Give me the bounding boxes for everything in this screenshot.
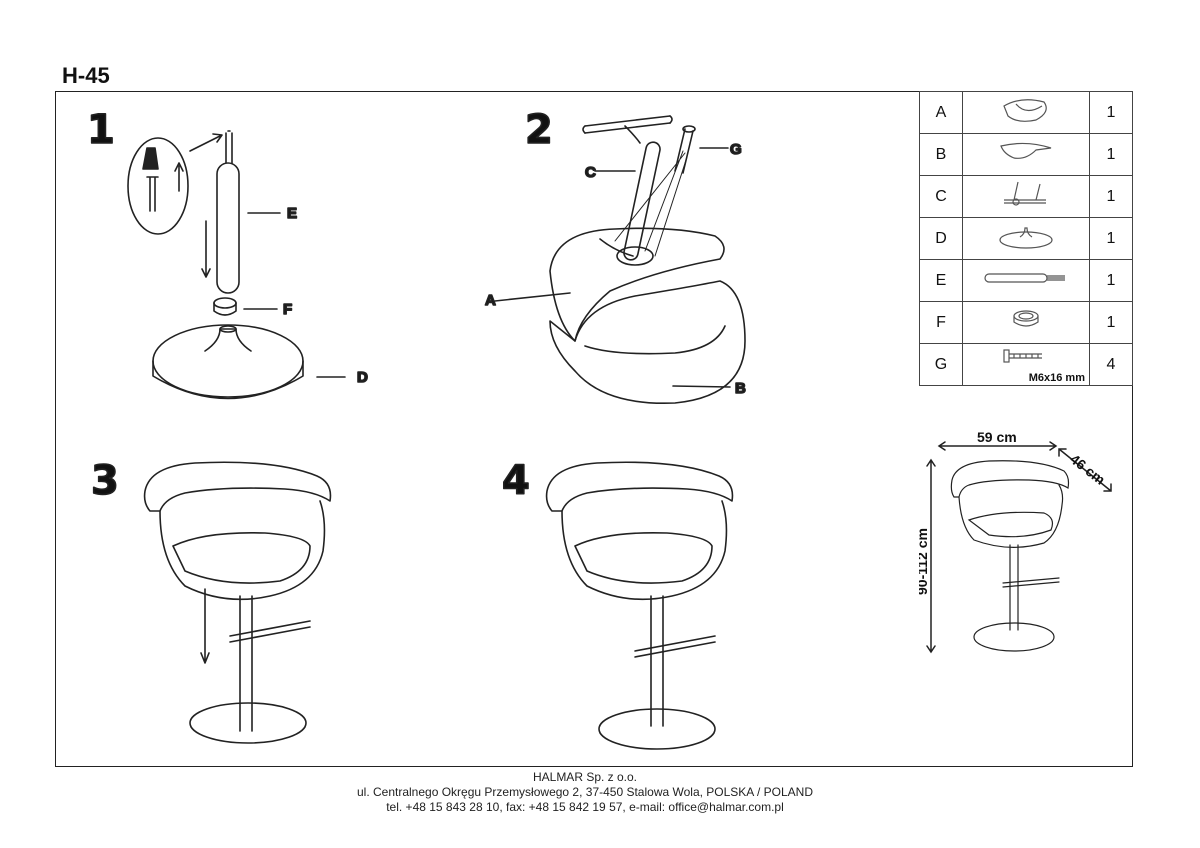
parts-table: A 1 B 1 C 1 D 1 [919,91,1133,386]
part-letter: F [919,301,963,344]
footer-address: ul. Centralnego Okręgu Przemysłowego 2, … [356,785,813,799]
label-c: C [585,164,596,181]
model-title: H-45 [62,63,110,88]
part-image [962,217,1090,260]
part-letter: C [919,175,963,218]
height-dimension: 90-112 cm [919,528,930,595]
chair-base-icon [598,708,716,750]
part-letter: E [919,259,963,302]
part-qty: 1 [1089,217,1133,260]
pointer-arrow-icon [189,133,223,152]
part-image [962,259,1090,302]
parts-row: F 1 [919,301,1133,344]
seat-cover-icon [1000,142,1052,159]
part-letter: B [919,133,963,176]
bolt-icon [1003,349,1042,363]
label-d: D [357,369,368,386]
footrest-part-c [623,141,661,261]
parts-row: C 1 [919,175,1133,218]
footer-contact: tel. +48 15 843 28 10, fax: +48 15 842 1… [386,800,784,814]
part-letter: D [919,217,963,260]
parts-row: E 1 [919,259,1133,302]
footer: HALMAR Sp. z o.o. ul. Centralnego Okręgu… [0,770,1160,815]
step-2-illustration [494,115,746,405]
gas-lift-part-e [216,162,240,294]
part-image [962,91,1090,134]
label-a: A [485,292,496,309]
base-disc-icon [999,227,1053,249]
part-letter: A [919,91,963,134]
step-1-illustration [127,130,346,400]
chair-base-icon [189,702,307,744]
step-3-number: 3 [91,458,119,504]
part-qty: 1 [1089,133,1133,176]
rod-detail-icon [146,176,159,212]
chair-backrest-icon [545,461,734,512]
footrest-icon [229,620,311,643]
chair-dimension-icon [950,460,1070,652]
width-arrow-icon [937,441,1058,451]
cap-detail-icon [142,147,159,170]
part-qty: 1 [1089,301,1133,344]
step-3-illustration [143,461,332,744]
label-f: F [283,301,292,318]
part-qty: 1 [1089,175,1133,218]
gas-lift-icon [984,273,1065,283]
instruction-frame [55,91,1133,767]
chair-seat-icon [574,531,713,584]
step-1-number: 1 [87,107,115,153]
down-arrow-icon [200,588,210,664]
depth-dimension: 46 cm [1067,451,1108,488]
bolt-size-label: M6x16 mm [1028,372,1085,384]
step-2-number: 2 [525,107,553,153]
down-arrow-icon [201,220,211,278]
step-4-number: 4 [502,458,530,504]
depth-arrow-icon [1058,448,1112,492]
cap-ring-icon [1013,310,1039,327]
part-qty: 1 [1089,259,1133,302]
footrest-mechanism-icon [1004,181,1046,206]
chair-seat-icon [172,531,311,584]
part-image [962,301,1090,344]
base-part-d [152,324,304,398]
parts-row: G M6x16 mm 4 [919,343,1133,386]
seat-cover-part-b [549,280,746,405]
part-qty: 1 [1089,91,1133,134]
parts-row: D 1 [919,217,1133,260]
up-arrow-icon [174,162,184,192]
chair-backrest-icon [143,461,332,512]
footer-company: HALMAR Sp. z o.o. [532,770,638,784]
width-dimension: 59 cm [977,429,1017,445]
detail-callout-icon [127,137,189,235]
height-arrow-icon [926,458,936,654]
cap-part-f [213,302,237,316]
part-image: M6x16 mm [962,343,1090,386]
part-letter: G [919,343,963,386]
part-image [962,175,1090,218]
part-image [962,133,1090,176]
step-4-illustration [545,461,734,750]
label-g: G [730,141,742,158]
dimensions-panel: 59 cm 46 cm 90-112 cm [919,429,1112,654]
seat-shell-icon [1003,99,1047,122]
label-b: B [735,380,746,397]
footrest-icon [634,635,716,658]
parts-row: B 1 [919,133,1133,176]
part-qty: 4 [1089,343,1133,386]
assembly-drawing: 1 E F D 2 [86,106,747,750]
parts-row: A 1 [919,91,1133,134]
label-e: E [287,205,297,222]
